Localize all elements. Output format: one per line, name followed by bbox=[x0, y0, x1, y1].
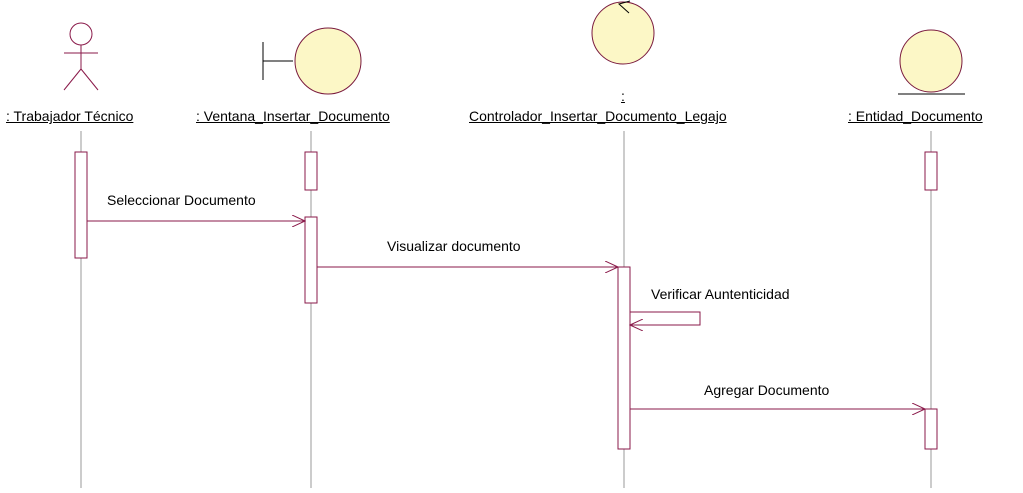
message-label-seleccionar: Seleccionar Documento bbox=[107, 192, 256, 208]
message-verificar-auntenticidad bbox=[630, 311, 701, 325]
participant-label-ventana: : Ventana_Insertar_Documento bbox=[196, 108, 390, 124]
message-label-verificar: Verificar Auntenticidad bbox=[651, 286, 790, 302]
message-label-visualizar: Visualizar documento bbox=[387, 238, 521, 254]
participant-label-trabajador: : Trabajador Técnico bbox=[6, 108, 134, 124]
participant-label-entidad: : Entidad_Documento bbox=[848, 108, 983, 124]
activation-ventana-1 bbox=[304, 151, 318, 191]
boundary-icon bbox=[262, 27, 362, 95]
activation-trabajador bbox=[74, 151, 88, 259]
message-label-agregar: Agregar Documento bbox=[704, 382, 830, 398]
activation-entidad-2 bbox=[924, 408, 938, 450]
actor-icon bbox=[63, 22, 99, 91]
activation-controlador bbox=[617, 266, 631, 450]
participant-label-controlador: Controlador_Insertar_Documento_Legajo bbox=[469, 108, 727, 124]
activation-entidad-1 bbox=[924, 151, 938, 191]
control-icon bbox=[591, 0, 655, 65]
entity-icon bbox=[898, 29, 965, 95]
activation-ventana-2 bbox=[304, 216, 318, 304]
participant-label-controlador-prefix: : bbox=[621, 88, 625, 104]
